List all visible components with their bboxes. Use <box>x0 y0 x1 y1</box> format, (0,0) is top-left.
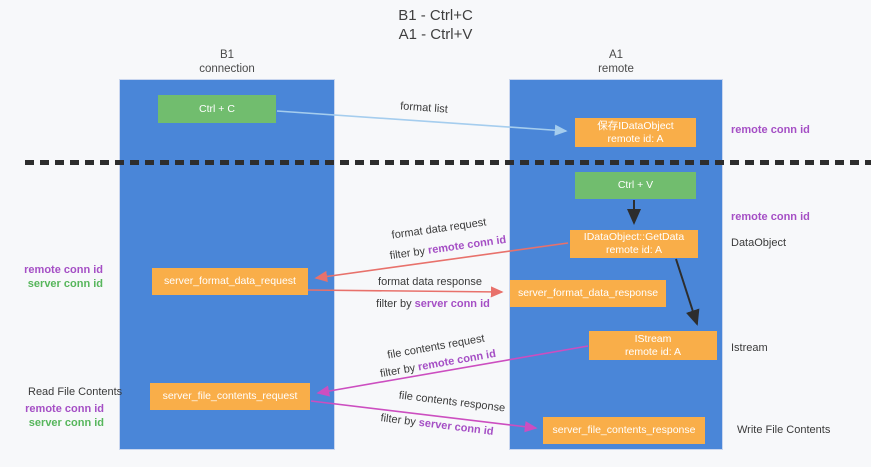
node-ctrl-v: Ctrl + V <box>575 172 696 199</box>
server-conn-id-text: server conn id <box>28 416 104 429</box>
label-file-contents-response: file contents response <box>398 389 506 415</box>
node-format-response-label: server_format_data_response <box>517 287 659 299</box>
node-save-idataobject-line1: 保存IDataObject <box>597 119 674 132</box>
lane-a1-role: remote <box>598 63 634 75</box>
node-idataobject-getdata: IDataObject::GetData remote id: A <box>570 230 698 258</box>
remote-conn-id-text: remote conn id <box>427 233 507 257</box>
node-server-format-data-request: server_format_data_request <box>152 268 308 295</box>
lane-a1-name: A1 <box>608 49 624 61</box>
node-ctrl-c: Ctrl + C <box>158 95 276 123</box>
lane-b1-role: connection <box>199 63 255 75</box>
annotation-conn-ids-left-top: remote conn id server conn id <box>0 264 103 291</box>
filter-by-text: filter by <box>379 412 420 429</box>
label-format-data-response: format data response <box>378 276 482 288</box>
arrow-format-data-response <box>307 286 504 298</box>
title-line-2: A1 - Ctrl+V <box>398 26 473 43</box>
lane-a1-header: A1 remote <box>509 48 723 76</box>
server-conn-id-text: server conn id <box>418 416 495 438</box>
node-ctrl-v-label: Ctrl + V <box>617 179 654 191</box>
filter-by-text: filter by <box>376 298 415 310</box>
server-conn-id-text: server conn id <box>27 277 103 290</box>
node-format-request-label: server_format_data_request <box>164 275 296 287</box>
node-file-request-label: server_file_contents_request <box>162 390 298 402</box>
lane-b1-header: B1 connection <box>119 48 335 76</box>
annotation-conn-ids-left-bottom: remote conn id server conn id <box>0 403 104 430</box>
node-istream: IStream remote id: A <box>589 331 717 360</box>
lane-b1-name: B1 <box>219 49 235 61</box>
title-line-1: B1 - Ctrl+C <box>398 7 473 24</box>
node-istream-line1: IStream <box>634 332 672 345</box>
annotation-istream: Istream <box>731 342 768 354</box>
label-format-list: format list <box>399 100 449 116</box>
annotation-read-file-contents: Read File Contents <box>28 386 123 398</box>
node-server-file-contents-request: server_file_contents_request <box>150 383 310 410</box>
filter-by-text: filter by <box>389 244 429 263</box>
remote-conn-id-text: remote conn id <box>24 264 103 276</box>
node-file-response-label: server_file_contents_response <box>552 424 696 436</box>
node-server-format-data-response: server_format_data_response <box>510 280 666 307</box>
node-server-file-contents-response: server_file_contents_response <box>543 417 705 444</box>
annotation-remote-conn-id-top: remote conn id <box>731 124 810 136</box>
server-conn-id-text: server conn id <box>414 298 490 310</box>
annotation-remote-conn-id-mid: remote conn id <box>731 211 810 223</box>
annotation-dataobject: DataObject <box>731 237 787 249</box>
node-ctrl-c-label: Ctrl + C <box>199 102 235 115</box>
label-filter-by-server-1: filter by server conn id <box>376 298 490 310</box>
annotation-write-file-contents: Write File Contents <box>737 424 831 436</box>
node-save-idataobject-line2: remote id: A <box>607 132 664 145</box>
node-getdata-line1: IDataObject::GetData <box>583 231 685 243</box>
label-filter-by-server-2: filter by server conn id <box>380 412 494 438</box>
node-istream-line2: remote id: A <box>624 345 682 358</box>
dashed-separator-line <box>25 160 871 165</box>
diagram-title: B1 - Ctrl+C A1 - Ctrl+V <box>0 6 871 44</box>
node-save-idataobject: 保存IDataObject remote id: A <box>575 118 696 147</box>
filter-by-text: filter by <box>379 361 420 381</box>
node-getdata-line2: remote id: A <box>605 244 663 256</box>
remote-conn-id-text: remote conn id <box>25 403 104 415</box>
